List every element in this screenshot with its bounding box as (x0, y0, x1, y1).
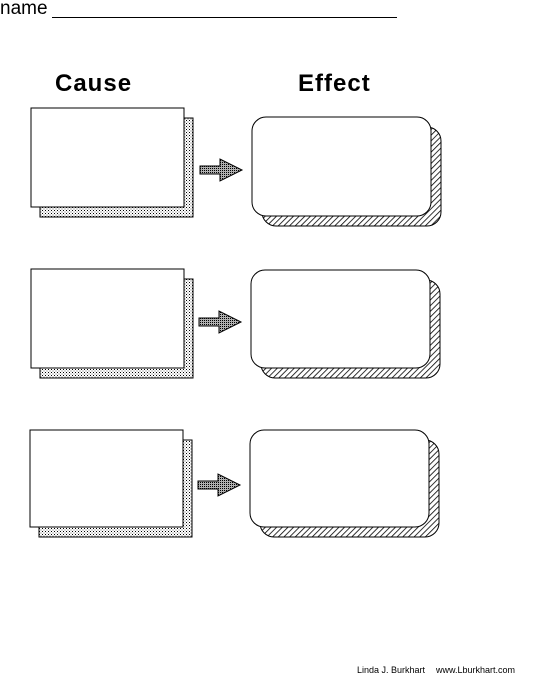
effect-box[interactable] (249, 429, 430, 528)
right-arrow-icon (198, 310, 243, 334)
cause-box[interactable] (30, 268, 185, 369)
row-3 (29, 429, 440, 538)
row-2 (30, 268, 441, 379)
website-credit: www.Lburkhart.com (436, 665, 516, 675)
row-1 (30, 107, 442, 227)
name-label: name (0, 0, 48, 19)
name-input-line[interactable] (52, 17, 397, 18)
effect-box[interactable] (251, 116, 432, 217)
cause-box[interactable] (29, 429, 184, 528)
cause-heading: Cause (55, 70, 133, 97)
effect-heading: Effect (298, 70, 371, 97)
author-credit: Linda J. Burkhart (357, 665, 426, 675)
right-arrow-icon (197, 473, 242, 497)
effect-box[interactable] (250, 269, 431, 369)
cause-box[interactable] (30, 107, 185, 208)
right-arrow-icon (199, 158, 244, 182)
